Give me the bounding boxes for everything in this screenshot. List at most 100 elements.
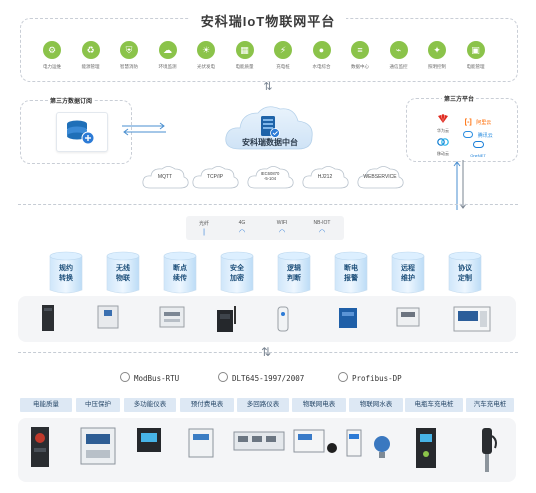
- power-quality-meter-icon: [31, 427, 49, 467]
- platform-title: 安科瑞IoT物联网平台: [200, 14, 336, 29]
- field-device-4: [232, 426, 286, 461]
- gateway-device-0: [40, 304, 56, 337]
- third-party-platform-title: 第三方平台: [442, 94, 477, 103]
- field-device-9: [476, 426, 498, 481]
- comm-0: 光纤 |: [194, 220, 214, 236]
- gateway-device-icon: [339, 308, 357, 328]
- function-label: 远程 维护: [401, 265, 415, 282]
- logo-huawei-label: 华为云: [437, 128, 449, 133]
- comm-2: WIFI◠: [272, 220, 292, 236]
- app-9[interactable]: ⌁通信监控: [379, 41, 419, 70]
- function-label: 无线 物联: [116, 265, 130, 282]
- category-tag-6: 物联网水表: [349, 398, 403, 412]
- cloud-icon: ☁: [158, 41, 177, 59]
- wifi-icon: ◠: [238, 229, 246, 236]
- field-device-0: [30, 426, 50, 475]
- protocol-cloud-3: HJ212: [300, 164, 350, 190]
- function-cylinder-1: 无线 物联: [106, 251, 140, 295]
- cylinder-shape: [163, 251, 197, 294]
- protocol-cloud-label: IEC60870 -5-104: [260, 171, 280, 181]
- app-label: 电力运维: [43, 64, 61, 69]
- cloud-outline-icon: [142, 166, 189, 189]
- gateway-device-2: [158, 304, 186, 335]
- gateway-device-6: [395, 304, 421, 335]
- third-party-platform-box: [406, 98, 518, 162]
- app-label: 充电桩: [276, 64, 290, 69]
- third-party-subscription-title: 第三方数据订阅: [48, 96, 95, 105]
- cloud-outline-icon: [192, 166, 239, 189]
- aliyun-logo-icon: [-]: [464, 119, 472, 126]
- app-5[interactable]: ▦电能质量: [225, 41, 265, 70]
- prepaid-meter-icon: [188, 428, 214, 458]
- antenna-icon: ⌁: [389, 41, 408, 59]
- protocol-modbus: ModBus-RTU: [120, 372, 179, 383]
- app-10[interactable]: ✦照明控制: [417, 41, 457, 70]
- function-cylinder-5: 断电 报警: [334, 251, 368, 295]
- app-3[interactable]: ☁环境监测: [148, 41, 188, 70]
- function-label: 断点 续传: [173, 265, 187, 282]
- app-label: 水电综合: [312, 64, 331, 69]
- ev-charger-icon: [482, 428, 497, 472]
- app-11[interactable]: ▣电能管理: [456, 41, 496, 70]
- protocol-profibus: Profibus-DP: [338, 372, 402, 383]
- app-8[interactable]: ≡ 数据中心: [340, 41, 380, 70]
- comm-1: 4G◠: [232, 220, 252, 236]
- divider-2: [18, 352, 518, 353]
- protocol-profibus-label: Profibus-DP: [352, 374, 402, 383]
- function-label: 断电 报警: [344, 265, 358, 282]
- gateway-device-5: [336, 304, 360, 337]
- cylinder-shape: [49, 251, 83, 294]
- comm-label: 光纤: [198, 221, 209, 227]
- panel-icon: ▣: [466, 41, 485, 59]
- third-party-subscription-box: [20, 100, 132, 164]
- link-icon: [218, 372, 228, 382]
- gateway-device-icon: [277, 306, 289, 332]
- charger-icon: ⚡: [274, 41, 292, 59]
- app-4[interactable]: ☀光伏发电: [186, 41, 226, 70]
- app-7[interactable]: ●水电综合: [302, 41, 342, 70]
- protocol-dlt645-label: DLT645-1997/2007: [232, 374, 305, 383]
- field-device-7: [372, 426, 392, 465]
- database-icon: ≡: [351, 41, 369, 59]
- app-1[interactable]: ♻ 能源管理: [71, 41, 111, 70]
- multifunction-meter-icon: [137, 428, 161, 452]
- fiber-icon: |: [203, 229, 205, 236]
- updown-arrow-icon: ⇅: [263, 81, 273, 93]
- protocol-cloud-label: HJ212: [317, 174, 333, 180]
- app-6[interactable]: ⚡ 充电桩: [263, 41, 303, 70]
- right-vertical-arrows-icon: [453, 160, 467, 210]
- sync-arrows-icon: [122, 122, 166, 136]
- divider-1: [18, 204, 518, 205]
- app-label: 智慧消防: [120, 64, 138, 69]
- cloud-outline-icon: [357, 166, 404, 189]
- cylinder-shape: [220, 251, 254, 294]
- function-label: 协议 定制: [458, 265, 472, 282]
- function-label: 逻辑 判断: [287, 265, 301, 282]
- app-label: 电能质量: [235, 64, 254, 69]
- data-center-label: 安科瑞数据中台: [242, 138, 298, 147]
- category-tag-4: 多回路仪表: [237, 398, 289, 412]
- logo-tencent: 腾讯云: [460, 124, 496, 142]
- recycle-icon: ♻: [81, 41, 100, 59]
- gateway-device-icon: [42, 305, 54, 331]
- app-label: 能源管理: [81, 64, 100, 69]
- app-label: 数据中心: [351, 64, 369, 69]
- field-device-6: [344, 426, 366, 465]
- app-label: 光伏发电: [197, 64, 215, 69]
- wifi-icon: ◠: [278, 229, 286, 236]
- user-gear-icon: ⚙: [43, 41, 61, 59]
- field-device-8: [414, 426, 438, 475]
- gateway-device-7: [452, 304, 492, 339]
- app-2[interactable]: ⛨智慧消防: [109, 41, 149, 70]
- app-0[interactable]: ⚙ 电力运维: [32, 41, 72, 70]
- title-mask: [190, 9, 346, 27]
- gateway-panel: [18, 296, 516, 342]
- bulb-icon: ✦: [428, 41, 446, 59]
- database-add-icon: [67, 120, 95, 145]
- function-cylinder-2: 断点 续传: [163, 251, 197, 295]
- water-meter-body-icon: [374, 436, 390, 458]
- function-cylinder-7: 协议 定制: [448, 251, 482, 295]
- cylinder-shape: [106, 251, 140, 294]
- logo-aliyun: [-] 阿里云: [460, 111, 496, 129]
- category-tag-0: 电能质量: [20, 398, 72, 412]
